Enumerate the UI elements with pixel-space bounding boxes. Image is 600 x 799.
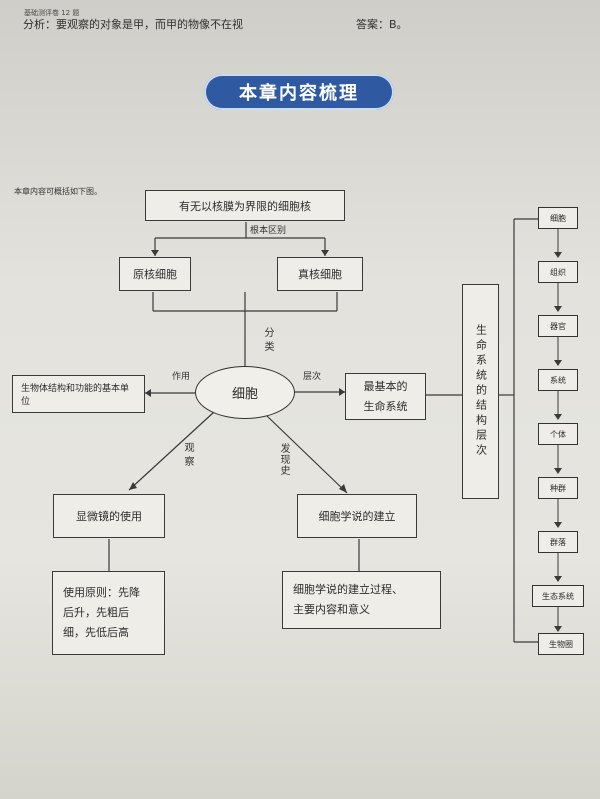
intro-text: 本章内容可概括如下图。: [14, 187, 102, 196]
function-box: 生物体结构和功能的基本单位: [12, 375, 145, 413]
cell-theory-box: 细胞学说的建立: [297, 494, 417, 538]
life-system-levels-box: 生命系统的结构层次: [462, 284, 499, 499]
level-organ-box: 器官: [538, 315, 578, 337]
answer-text: 答案：B。: [356, 18, 408, 31]
cell-center-node: 细胞: [195, 366, 295, 419]
classification-label: 分类: [262, 327, 273, 355]
level-individual-box: 个体: [538, 423, 578, 445]
fundamental-difference-label: 根本区别: [250, 226, 287, 236]
observe-label: 观察: [182, 442, 193, 470]
level-biosphere-box: 生物圈: [538, 633, 584, 655]
discovery-history-label: 发现史: [278, 443, 289, 476]
level-population-box: 种群: [538, 477, 578, 499]
level-cell-box: 细胞: [538, 207, 578, 229]
section-title: 本章内容梳理: [204, 74, 394, 110]
level-ecosystem-box: 生态系统: [532, 585, 584, 607]
level-tissue-box: 组织: [538, 261, 578, 283]
level-community-box: 群落: [538, 531, 578, 553]
cell-theory-detail-box: 细胞学说的建立过程、 主要内容和意义: [282, 571, 441, 629]
nucleus-criterion-box: 有无以核膜为界限的细胞核: [145, 190, 345, 221]
microscope-use-box: 显微镜的使用: [53, 494, 165, 538]
level-system-box: 系统: [538, 369, 578, 391]
prokaryotic-cell-box: 原核细胞: [119, 257, 191, 291]
basic-life-system-box: 最基本的 生命系统: [345, 373, 426, 420]
microscope-rule-box: 使用原则：先降 后升，先粗后 细，先低后高: [52, 571, 165, 655]
level-label: 层次: [303, 372, 322, 382]
analysis-text: 分析：要观察的对象是甲，而甲的物像不在视: [23, 18, 243, 31]
header-small-line: 基础测评卷 12 题: [24, 9, 80, 17]
eukaryotic-cell-box: 真核细胞: [277, 257, 363, 291]
function-label: 作用: [172, 372, 191, 382]
